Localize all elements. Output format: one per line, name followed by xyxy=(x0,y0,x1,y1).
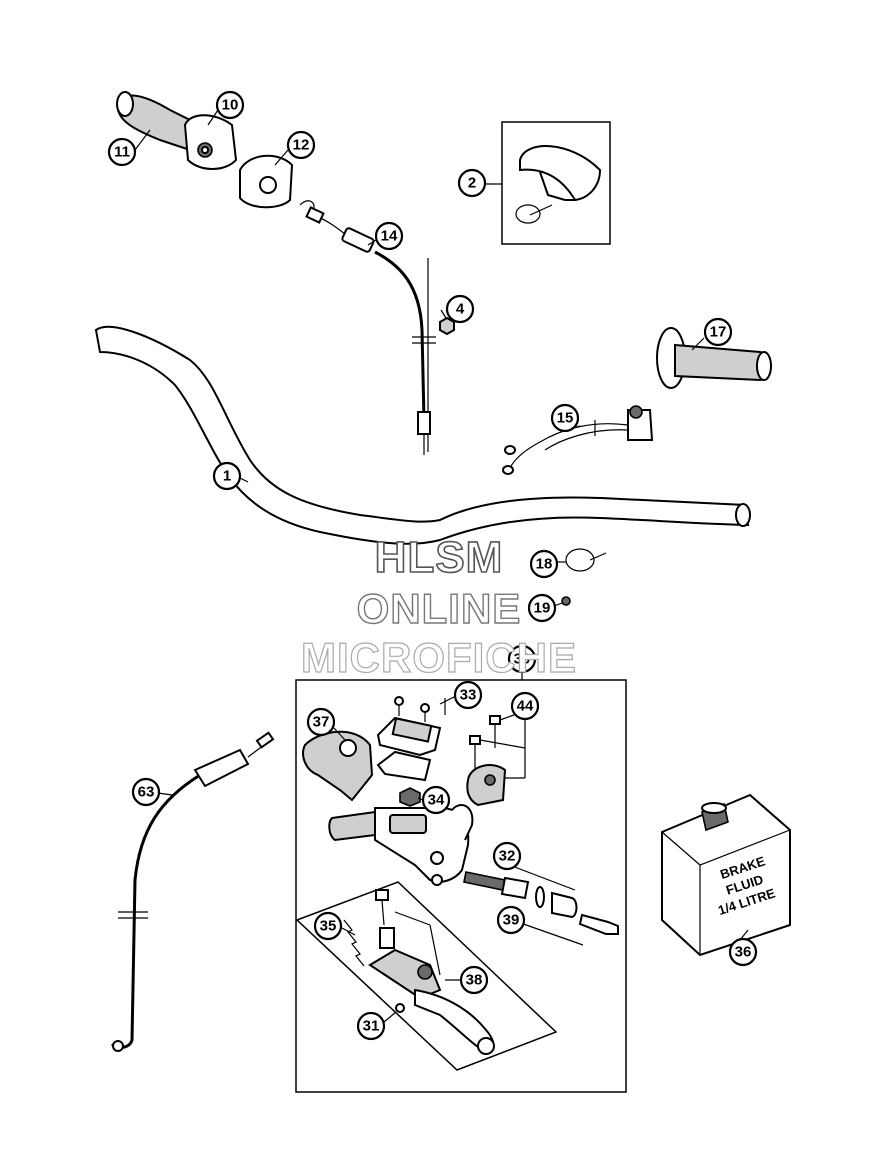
callout-32[interactable]: 32 xyxy=(492,841,522,871)
callout-63[interactable]: 63 xyxy=(131,777,161,807)
reservoir-cover xyxy=(376,696,442,782)
master-cylinder-body xyxy=(328,804,474,886)
callout-32-label: 32 xyxy=(499,848,516,865)
small-nut xyxy=(561,596,571,606)
throttle-grip-assembly xyxy=(116,91,315,213)
callout-39-label: 39 xyxy=(503,912,520,929)
callout-15-label: 15 xyxy=(557,410,574,427)
nut xyxy=(439,316,455,336)
callout-14[interactable]: 14 xyxy=(374,221,404,251)
callout-10-label: 10 xyxy=(222,97,239,114)
callout-14-label: 14 xyxy=(381,228,398,245)
callout-36[interactable]: 36 xyxy=(728,937,758,967)
callout-15[interactable]: 15 xyxy=(550,403,580,433)
callout-63-label: 63 xyxy=(138,784,155,801)
cable-tie xyxy=(565,548,607,572)
callout-37[interactable]: 37 xyxy=(306,707,336,737)
leader-lines xyxy=(134,109,749,1023)
callout-35[interactable]: 35 xyxy=(313,911,343,941)
callout-10[interactable]: 10 xyxy=(215,90,245,120)
callout-37-label: 37 xyxy=(313,714,330,731)
lever-pivot-bolt xyxy=(343,889,395,967)
left-grip xyxy=(656,327,772,389)
clamp-bracket xyxy=(302,730,374,802)
diaphragm xyxy=(399,787,421,807)
callout-2-label: 2 xyxy=(468,175,476,192)
watermark-line-3: MICROFICHE xyxy=(300,633,577,681)
callout-30[interactable]: 30 xyxy=(507,644,537,674)
callout-33-label: 33 xyxy=(460,687,477,704)
callout-4[interactable]: 4 xyxy=(445,294,475,324)
kill-switch xyxy=(502,405,654,475)
callout-4-label: 4 xyxy=(456,301,465,318)
throttle-cable xyxy=(305,206,436,455)
clamp-bolts xyxy=(466,715,507,807)
callout-38[interactable]: 38 xyxy=(459,965,489,995)
callout-34-label: 34 xyxy=(428,792,445,809)
brake-fluid-container: BRAKE FLUID 1/4 LITRE xyxy=(661,793,791,957)
callout-1-label: 1 xyxy=(223,468,231,485)
callout-31-label: 31 xyxy=(363,1018,380,1035)
watermark-line-2: ONLINE xyxy=(356,584,522,632)
callout-33[interactable]: 33 xyxy=(453,680,483,710)
callout-39[interactable]: 39 xyxy=(496,905,526,935)
callout-2[interactable]: 2 xyxy=(457,168,487,198)
callout-11-label: 11 xyxy=(114,144,130,161)
master-cylinder-box xyxy=(295,672,627,1093)
callout-30-label: 30 xyxy=(514,651,531,668)
callout-19[interactable]: 19 xyxy=(527,593,557,623)
watermark-line-1: HLSM xyxy=(374,532,504,583)
piston-kit xyxy=(463,865,619,946)
callout-34[interactable]: 34 xyxy=(421,785,451,815)
lever-box xyxy=(295,881,558,1071)
callout-38-label: 38 xyxy=(466,972,483,989)
callout-44[interactable]: 44 xyxy=(510,691,540,721)
callout-1[interactable]: 1 xyxy=(212,461,242,491)
callout-12-label: 12 xyxy=(293,137,310,154)
clutch-cable xyxy=(110,731,275,1052)
callout-17-label: 17 xyxy=(710,324,727,341)
brake-lever xyxy=(368,948,495,1055)
callout-17[interactable]: 17 xyxy=(703,317,733,347)
callout-18[interactable]: 18 xyxy=(529,549,559,579)
handlebar-pad-box xyxy=(501,121,611,245)
callout-35-label: 35 xyxy=(320,918,337,935)
callout-31[interactable]: 31 xyxy=(356,1011,386,1041)
callout-11[interactable]: 11 xyxy=(107,137,137,167)
callout-18-label: 18 xyxy=(536,556,553,573)
callout-19-label: 19 xyxy=(534,600,551,617)
callout-44-label: 44 xyxy=(517,698,534,715)
callout-36-label: 36 xyxy=(735,944,752,961)
callout-12[interactable]: 12 xyxy=(286,130,316,160)
